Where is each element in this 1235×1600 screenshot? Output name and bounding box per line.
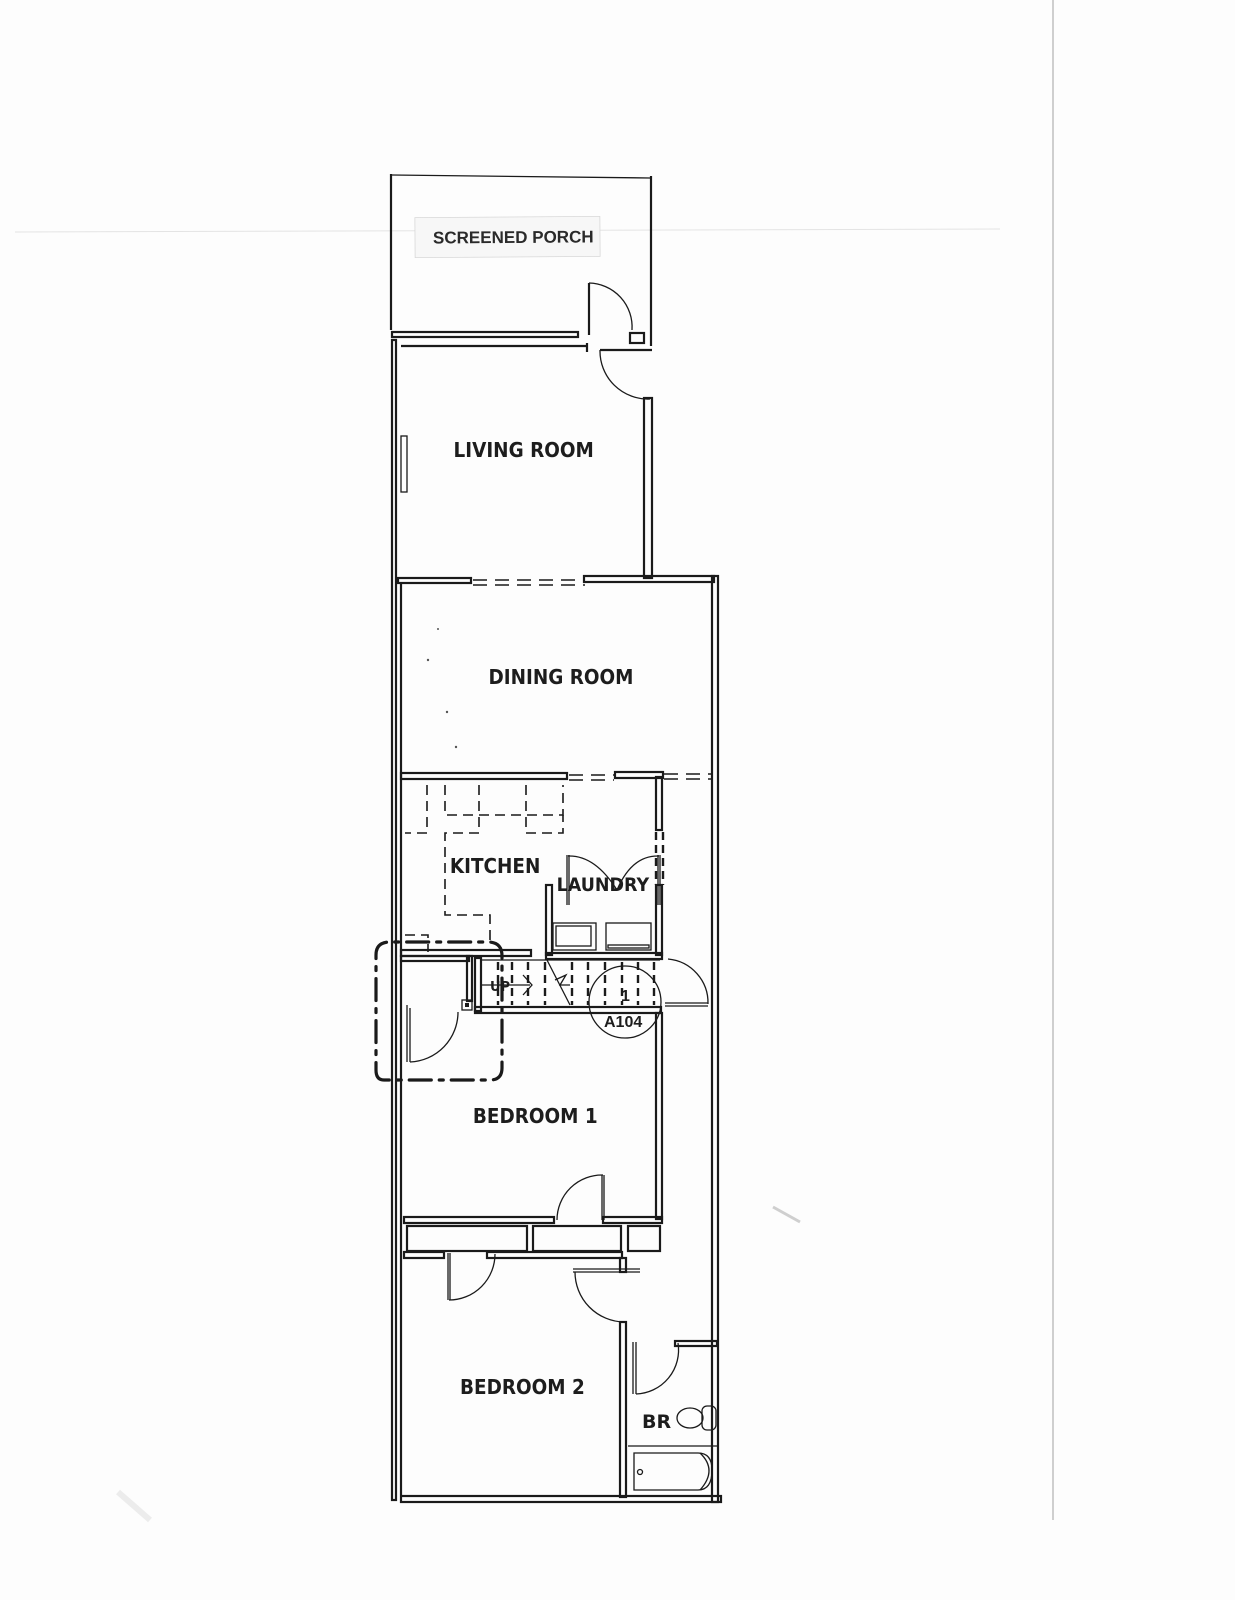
label-screened-porch: SCREENED PORCH [433,227,594,247]
label-bathroom: BR [642,1411,671,1433]
label-dining-room: DINING ROOM [489,665,634,689]
dining-room-walls [399,574,720,1504]
label-kitchen: KITCHEN [450,854,540,878]
stair-closet [399,954,474,1063]
callout-number: 1 [621,988,630,1005]
bedroom-2-walls [399,1250,723,1504]
staircase [473,956,709,1015]
living-dining-divider [396,574,716,586]
label-stairs-up: UP [490,980,510,995]
laundry-area [544,855,664,961]
label-living-room: LIVING ROOM [454,438,594,462]
room-labels: SCREENED PORCH LIVING ROOM DINING ROOM K… [433,227,672,1433]
callout-sheet-ref: A104 [604,1014,642,1031]
living-room-walls [390,338,654,1502]
label-bedroom-1: BEDROOM 1 [473,1104,598,1128]
section-callout: 1 A104 [588,965,662,1039]
scan-edge-line [1052,0,1054,1520]
screened-porch-walls [389,174,653,346]
label-laundry: LAUNDRY [557,874,650,896]
highlight-boundary [374,940,504,1082]
kitchen-fixtures [405,775,665,952]
bedroom-1-walls [402,1011,664,1253]
label-bedroom-2: BEDROOM 2 [460,1375,585,1399]
bathroom-fixtures [628,1339,719,1491]
